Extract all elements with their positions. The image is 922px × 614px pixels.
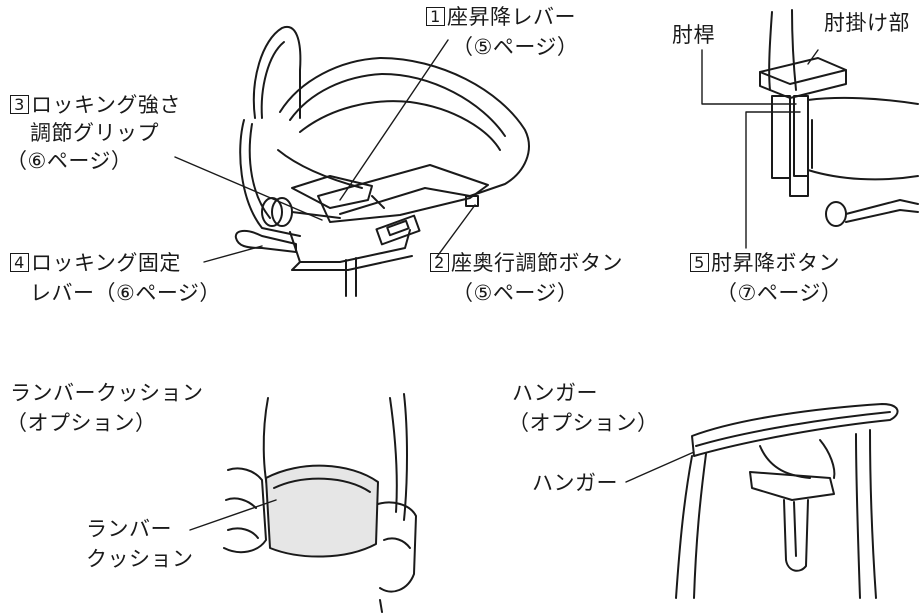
lumbar-cushion-label-2: クッション <box>86 547 194 571</box>
callout-number: 1 <box>426 7 445 26</box>
lumbar-title: ランバークッション <box>10 381 204 405</box>
callout-number: 2 <box>430 253 449 272</box>
armrest-pad-label: 肘掛け部 <box>824 11 910 35</box>
seat-depth-button-page: （⑤ページ） <box>452 281 579 305</box>
arm-lift-button-page: （⑦ページ） <box>716 281 843 305</box>
hanger-title: ハンガー <box>512 381 598 405</box>
callout-number: 3 <box>10 95 29 114</box>
hanger-label: ハンガー <box>532 471 618 495</box>
rocking-strength-page: （⑥ページ） <box>6 149 133 173</box>
rocking-lock-label-2: レバー（⑥ページ） <box>30 281 221 305</box>
hanger-title-option: （オプション） <box>508 411 659 435</box>
armrest-pole-label: 肘桿 <box>672 23 715 47</box>
lumbar-cushion-label: ランバー <box>86 517 172 541</box>
callout-number: 4 <box>10 253 29 272</box>
seat-lift-lever-page: （⑤ページ） <box>452 35 579 59</box>
lumbar-title-option: （オプション） <box>6 411 157 435</box>
callout-number: 5 <box>690 253 709 272</box>
rocking-strength-label-2: 調節グリップ <box>30 121 159 145</box>
